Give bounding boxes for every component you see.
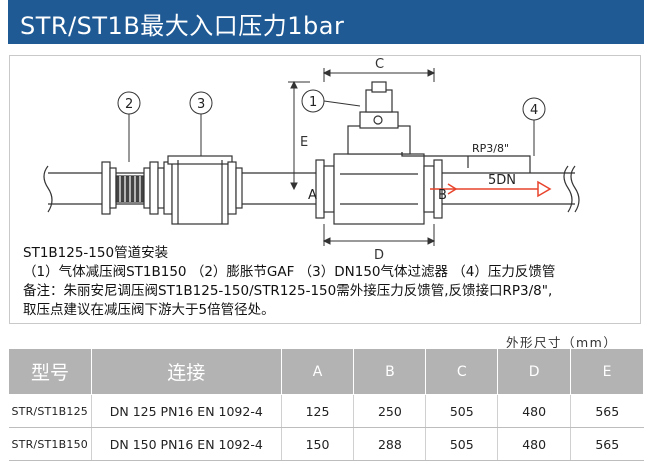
notes-heading: ST1B125-150管道安装: [23, 245, 169, 261]
callout-3: 3: [189, 91, 213, 156]
svg-text:E: E: [300, 135, 308, 150]
cell-connection: DN 150 PN16 EN 1092-4: [91, 427, 282, 461]
cell-d: 480: [497, 394, 572, 428]
callout-4: 4: [522, 97, 546, 156]
title-bar: STR/ST1B最大入口压力1bar: [8, 0, 644, 44]
header-d: D: [497, 348, 572, 395]
pressure-regulator: [315, 81, 443, 225]
callout-1: 1: [301, 89, 361, 113]
header-b: B: [353, 348, 427, 395]
cell-c: 505: [425, 427, 499, 461]
cell-b: 288: [353, 427, 427, 461]
svg-text:D: D: [374, 248, 384, 263]
dimension-unit-label: 外形尺寸（mm）: [506, 335, 618, 350]
header-model: 型号: [8, 348, 92, 395]
dimensions-table: 型号 连接 A B C D E STR/ST1B125 DN 125 PN16 …: [8, 348, 644, 461]
cell-c: 505: [425, 394, 499, 428]
header-e: E: [570, 348, 644, 395]
svg-text:3: 3: [197, 97, 205, 112]
cell-e: 565: [570, 394, 644, 428]
feedback-pipe: [401, 152, 531, 173]
flow-arrow: [430, 180, 552, 198]
installation-notes: ST1B125-150管道安装 （1）气体减压阀ST1B150 （2）膨胀节GA…: [23, 244, 555, 320]
expansion-joint: [101, 161, 159, 215]
cell-a: 125: [281, 394, 355, 428]
header-connection: 连接: [90, 348, 282, 395]
flow-label: 5DN: [488, 173, 516, 188]
svg-text:4: 4: [530, 103, 538, 118]
svg-text:2: 2: [125, 97, 133, 112]
svg-text:C: C: [375, 57, 384, 72]
table-row: STR/ST1B125 DN 125 PN16 EN 1092-4 125 25…: [8, 394, 644, 428]
cell-d: 480: [497, 427, 572, 461]
page-title: STR/ST1B最大入口压力1bar: [20, 12, 345, 40]
cell-connection: DN 125 PN16 EN 1092-4: [91, 394, 282, 428]
cell-b: 250: [353, 394, 427, 428]
svg-text:1: 1: [309, 95, 317, 110]
cell-model: STR/ST1B150: [8, 427, 92, 461]
main-pipe: [43, 165, 580, 213]
dimension-e: E: [288, 80, 310, 191]
notes-items: （1）气体减压阀ST1B150 （2）膨胀节GAF （3）DN150气体过滤器 …: [23, 264, 556, 280]
notes-remark-2: 取压点建议在减压阀下游大于5倍管径处。: [23, 302, 275, 318]
header-a: A: [280, 348, 355, 395]
installation-diagram: 5DN RP3/8" 1 2 3 4: [9, 55, 641, 324]
gas-filter: [157, 155, 243, 225]
callout-2: 2: [117, 91, 141, 162]
dimension-c: C: [322, 57, 436, 82]
cell-a: 150: [281, 427, 355, 461]
pipe-thread-label: RP3/8": [472, 142, 509, 155]
cell-model: STR/ST1B125: [8, 394, 92, 428]
cell-e: 565: [570, 427, 644, 461]
header-c: C: [425, 348, 499, 395]
notes-remark-1: 备注：朱丽安尼调压阀ST1B125-150/STR125-150需外接压力反馈管…: [23, 283, 553, 299]
dimension-d: D: [322, 224, 436, 263]
dimension-b-label: B: [438, 188, 447, 203]
table-row: STR/ST1B150 DN 150 PN16 EN 1092-4 150 28…: [8, 427, 644, 461]
pipeline-drawing: 5DN RP3/8" 1 2 3 4: [43, 57, 580, 263]
dimension-a-label: A: [308, 188, 317, 203]
table-header-row: 型号 连接 A B C D E: [8, 348, 644, 395]
